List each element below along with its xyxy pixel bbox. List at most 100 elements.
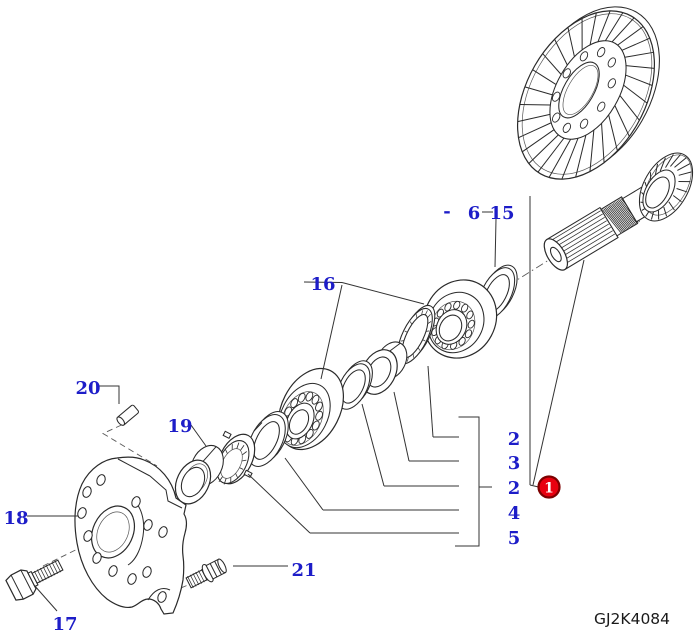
gear-tooth <box>524 86 553 96</box>
gear-tooth <box>575 135 587 178</box>
ring-gear <box>516 6 660 180</box>
group-bracket <box>310 416 492 547</box>
gear-tooth <box>614 105 630 137</box>
hatch-line <box>610 204 630 229</box>
bolt-hole <box>579 118 589 129</box>
callout-19: 19 <box>167 416 192 437</box>
spacer-collar <box>174 444 224 505</box>
gear-tooth <box>654 163 659 177</box>
shaft-center-hole <box>549 246 562 263</box>
thread-line <box>225 449 228 454</box>
spline-line <box>553 217 605 249</box>
thread-tick <box>198 570 205 583</box>
hex-bolt-side <box>185 558 227 589</box>
thread-tick <box>42 566 50 579</box>
gear-tooth <box>604 12 624 41</box>
hatch-line <box>615 201 635 226</box>
bolt-hole <box>607 78 617 89</box>
callout-18: 18 <box>3 508 28 529</box>
hatch-line <box>602 209 622 234</box>
hatch-line <box>608 205 628 230</box>
bearing-lower <box>278 367 344 451</box>
thread-tick <box>39 567 47 580</box>
gear-tooth <box>554 38 568 66</box>
bolt-hole <box>596 47 606 58</box>
spline-line <box>557 223 609 256</box>
callout-6: 6 <box>468 203 481 224</box>
bolt-hole <box>551 91 561 102</box>
hatch-line <box>604 207 624 232</box>
lock-nut <box>216 430 256 485</box>
pinion-gear-end <box>638 152 694 222</box>
thread-line <box>218 476 223 482</box>
thread-line <box>223 478 227 485</box>
gear-tooth <box>517 113 551 123</box>
hatch-line <box>616 200 636 225</box>
thread-tick <box>48 563 56 576</box>
gear-tooth <box>677 163 691 171</box>
ring-gear-bolt-holes <box>551 47 617 133</box>
gear-tooth <box>676 188 688 193</box>
spline-line <box>563 233 615 266</box>
gear-tooth <box>668 201 675 211</box>
assembly-badge: 1 <box>537 475 561 499</box>
tab-washer <box>247 411 289 467</box>
gear-tooth <box>678 171 692 176</box>
thread-tick <box>54 560 62 573</box>
bolt-hole <box>597 101 606 112</box>
hatch-line <box>611 203 631 228</box>
lock-tab <box>222 430 232 440</box>
gear-tooth <box>608 114 618 151</box>
hatch-line <box>607 206 627 230</box>
gear-tooth <box>670 154 681 167</box>
spline-line <box>555 220 607 252</box>
gear-tooth <box>624 51 654 58</box>
thread-tick <box>195 571 202 584</box>
thread-tick <box>189 574 197 587</box>
thread-line <box>235 473 238 478</box>
callout-stack-4: 4 <box>508 503 521 524</box>
callout-stack-2a: 2 <box>508 429 521 450</box>
bearing-case <box>74 456 187 615</box>
hatch-line <box>603 208 623 233</box>
serration-tick <box>427 321 432 324</box>
gear-tooth <box>597 10 611 42</box>
thread-tick <box>45 564 53 577</box>
thread-line <box>236 442 240 449</box>
thread-tick <box>36 569 44 582</box>
callout-20: 20 <box>75 378 100 399</box>
serration-tick <box>424 310 428 316</box>
callout-16: 16 <box>310 274 335 295</box>
gear-tooth <box>617 26 644 46</box>
ring-gear-teeth <box>517 10 655 180</box>
gear-tooth <box>589 12 597 45</box>
roller <box>453 300 461 310</box>
gear-tooth <box>528 134 559 164</box>
roller <box>311 420 320 431</box>
hatch-line <box>612 202 632 227</box>
callout-stack-2b: 2 <box>508 478 521 499</box>
gear-tooth <box>663 206 668 217</box>
thread-tick <box>33 570 41 583</box>
callout-15: 15 <box>489 203 514 224</box>
thread-tick <box>51 561 59 574</box>
roller <box>315 401 323 412</box>
gear-tooth <box>532 69 557 85</box>
thread-tick <box>187 576 194 588</box>
gear-tooth <box>659 157 666 172</box>
gear-tooth <box>611 17 635 43</box>
gear-tooth <box>623 84 648 104</box>
hex-bolt-front <box>5 559 64 601</box>
gear-tooth <box>625 65 655 69</box>
roller <box>297 392 306 403</box>
hatch-line <box>618 199 638 224</box>
thread-line <box>240 445 245 451</box>
gear-tooth <box>674 157 687 168</box>
bolt-hole <box>552 112 561 123</box>
roller <box>467 319 475 329</box>
roller <box>311 394 320 405</box>
callout-21: 21 <box>291 560 316 581</box>
spline-lines <box>549 210 615 266</box>
hatch-line <box>614 202 634 226</box>
